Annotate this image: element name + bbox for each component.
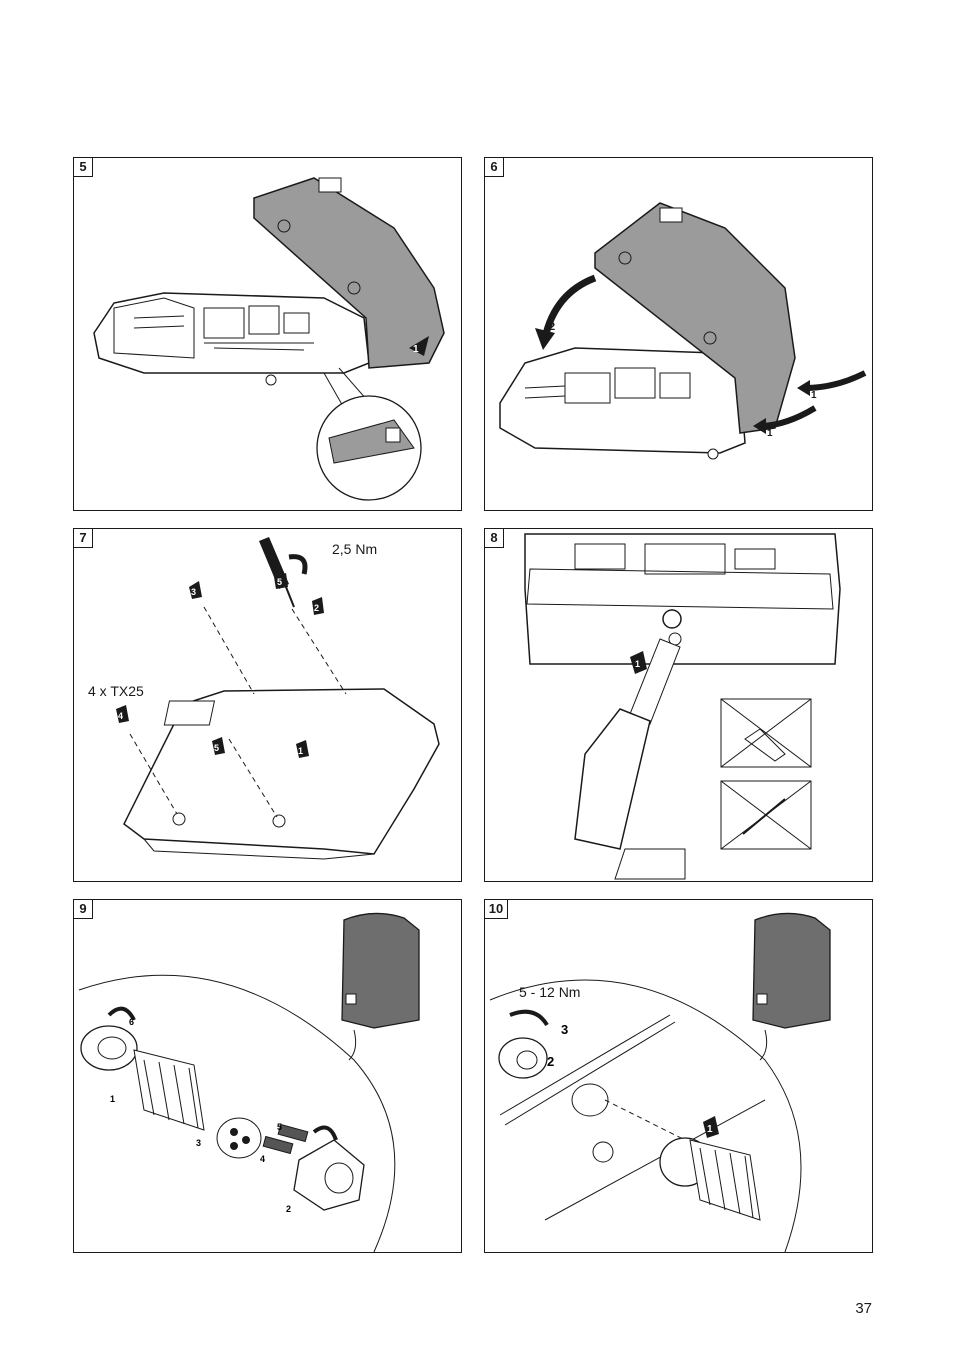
marker-label: 5 — [214, 743, 219, 753]
marker-label: 1 — [635, 659, 640, 669]
marker-label: 1 — [707, 1124, 713, 1135]
marker-label: 1 — [298, 746, 303, 756]
marker-label: 2 — [549, 321, 555, 333]
screw-count-label: 4 x TX25 — [88, 683, 144, 699]
panel-step-8: 8 1 — [484, 528, 873, 882]
marker-label: 4 — [260, 1154, 265, 1164]
illustration-attach-cover: 2 1 1 — [499, 202, 867, 460]
marker-label: 2 — [314, 603, 319, 613]
marker-label: 4 — [118, 711, 123, 721]
illustration-remove-cover: 1 — [93, 177, 445, 501]
step-number: 9 — [74, 900, 93, 919]
illustration-drill-opening: 1 — [524, 533, 841, 880]
marker-label: 3 — [191, 587, 196, 597]
panel-step-9: 9 6 1 3 5 4 2 — [73, 899, 462, 1253]
torque-label: 2,5 Nm — [332, 541, 378, 557]
step-number: 6 — [485, 158, 504, 177]
marker-label: 2 — [286, 1204, 291, 1214]
step-number: 8 — [485, 529, 504, 548]
marker-label: 3 — [196, 1138, 201, 1148]
marker-label: 5 — [277, 1122, 282, 1132]
step-number: 7 — [74, 529, 93, 548]
marker-label: 1 — [767, 428, 773, 439]
panel-step-6: 6 2 1 1 — [484, 157, 873, 511]
marker-label: 1 — [413, 344, 419, 355]
illustration-cable-gland-assembly: 6 1 3 5 4 2 — [78, 912, 420, 1252]
page-number: 37 — [855, 1300, 872, 1317]
panel-step-10: 10 5 - 12 Nm 1 3 2 — [484, 899, 873, 1253]
illustration-fasten-cover-screws: 3 5 2 4 5 1 — [116, 537, 440, 860]
marker-label: 6 — [129, 1017, 134, 1027]
torque-label: 5 - 12 Nm — [519, 984, 581, 1000]
step-number: 5 — [74, 158, 93, 177]
illustration-mount-cable-gland: 1 3 2 — [489, 912, 831, 1252]
marker-label: 5 — [277, 577, 282, 587]
marker-label: 3 — [561, 1022, 568, 1037]
marker-label: 1 — [811, 390, 817, 401]
step-number: 10 — [485, 900, 508, 919]
marker-label: 2 — [547, 1054, 554, 1069]
panel-step-7: 7 2,5 Nm 4 x TX25 3 5 2 4 5 1 — [73, 528, 462, 882]
marker-label: 1 — [110, 1094, 115, 1104]
panel-step-5: 5 1 — [73, 157, 462, 511]
